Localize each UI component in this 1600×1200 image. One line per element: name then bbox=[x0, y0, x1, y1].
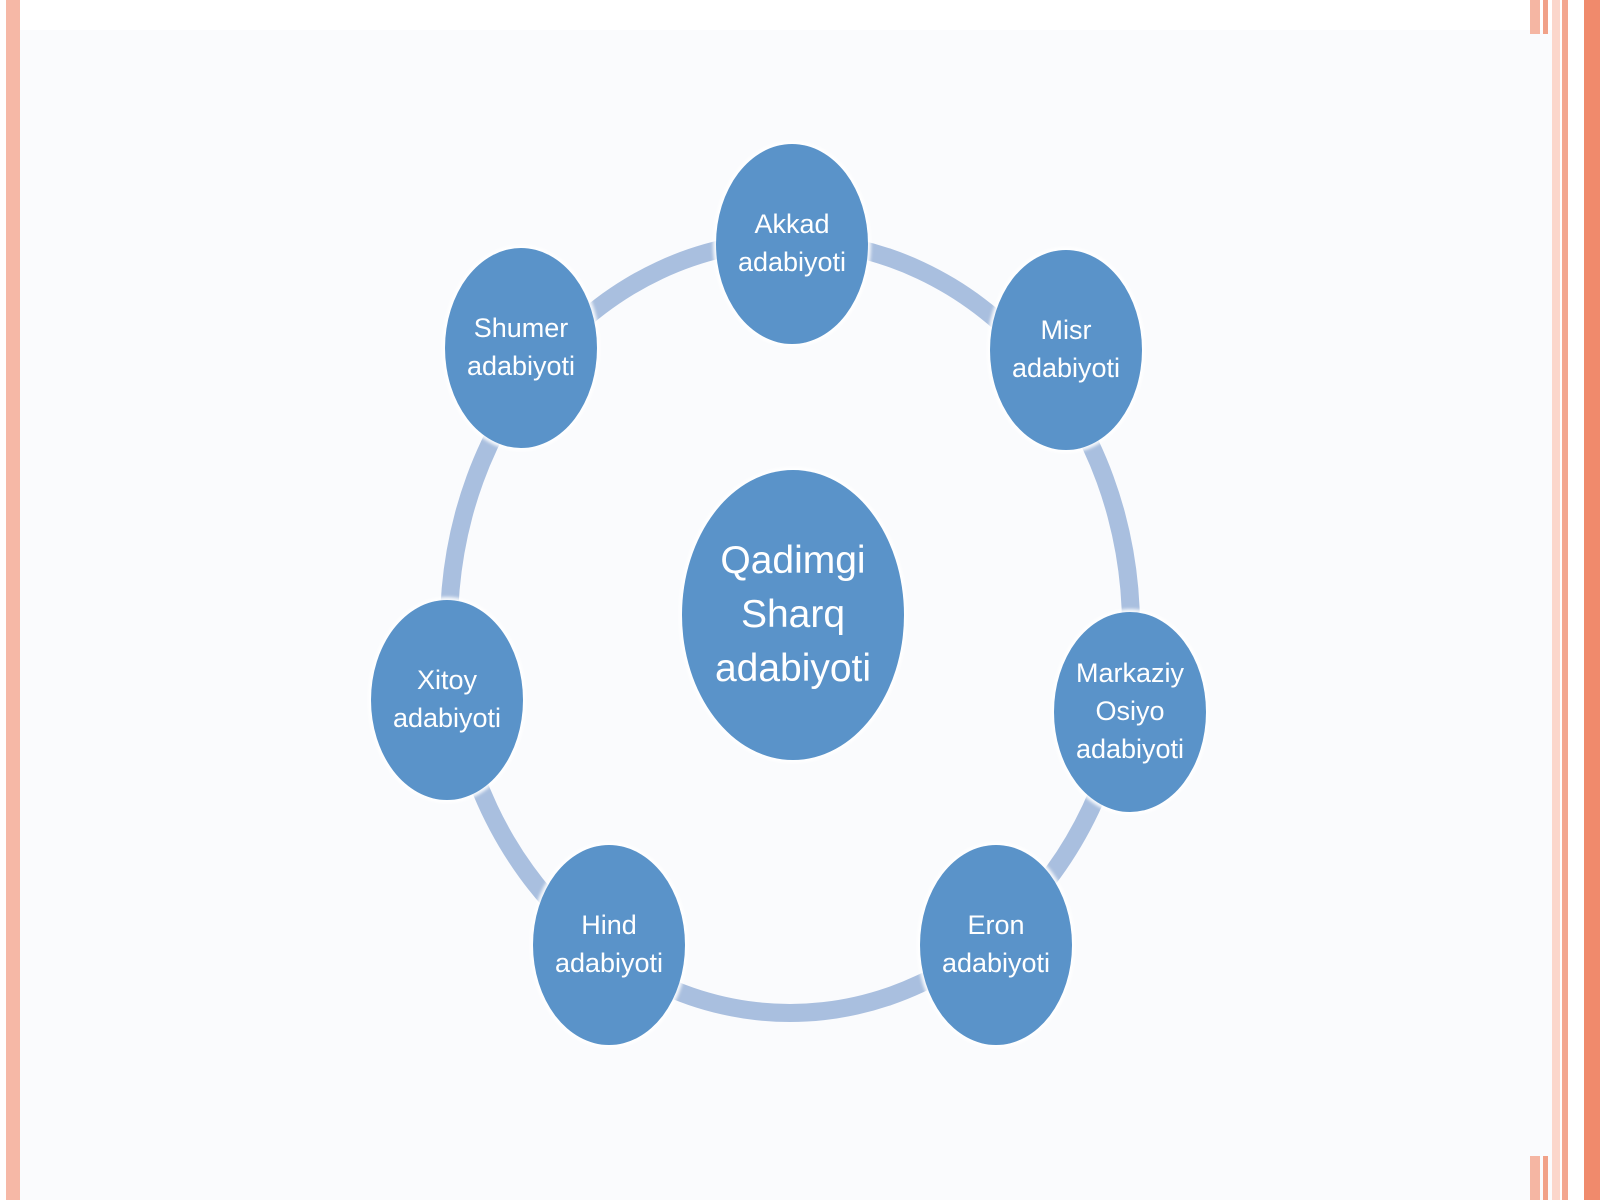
node-markaziy-osiyo-line-1: Markaziy bbox=[1075, 658, 1184, 689]
node-hind: Hind adabiyoti bbox=[533, 845, 685, 1045]
corner-decoration-bottom bbox=[1530, 1156, 1540, 1200]
slide-border-right-mid bbox=[1562, 0, 1568, 1200]
node-eron-line-2: adabiyoti bbox=[941, 948, 1051, 978]
node-shumer-line-2: adabiyoti bbox=[466, 351, 576, 381]
node-eron-line-1: Eron bbox=[967, 910, 1025, 941]
node-markaziy-osiyo-line-2: Osiyo bbox=[1095, 696, 1165, 727]
node-akkad: Akkad adabiyoti bbox=[716, 144, 868, 344]
slide-border-right-inner bbox=[1552, 0, 1560, 1200]
node-markaziy-osiyo-line-3: adabiyoti bbox=[1075, 733, 1185, 764]
slide-border-left bbox=[6, 0, 20, 1200]
corner-decoration-bottom-thin bbox=[1543, 1156, 1548, 1200]
node-shumer: Shumer adabiyoti bbox=[445, 248, 597, 448]
node-xitoy-line-2: adabiyoti bbox=[392, 703, 502, 733]
node-xitoy-line-1: Xitoy bbox=[416, 665, 478, 696]
node-eron: Eron adabiyoti bbox=[920, 845, 1072, 1045]
node-misr: Misr adabiyoti bbox=[990, 250, 1142, 450]
corner-decoration-top bbox=[1530, 0, 1540, 34]
center-node-line-3: adabiyoti bbox=[714, 646, 872, 690]
node-hind-line-1: Hind bbox=[581, 910, 637, 941]
node-markaziy-osiyo: Markaziy Osiyo adabiyoti bbox=[1054, 612, 1206, 812]
node-akkad-line-2: adabiyoti bbox=[737, 247, 847, 277]
node-misr-line-1: Misr bbox=[1040, 315, 1092, 346]
center-node: Qadimgi Sharq adabiyoti bbox=[682, 470, 904, 760]
node-misr-line-2: adabiyoti bbox=[1011, 353, 1121, 383]
center-node-line-1: Qadimgi bbox=[720, 539, 866, 583]
center-node-line-2: Sharq bbox=[740, 593, 846, 637]
node-shumer-line-1: Shumer bbox=[473, 313, 569, 344]
node-hind-line-2: adabiyoti bbox=[554, 948, 664, 978]
node-akkad-line-1: Akkad bbox=[754, 209, 830, 240]
node-xitoy: Xitoy adabiyoti bbox=[371, 600, 523, 800]
corner-decoration-top-thin bbox=[1543, 0, 1548, 34]
slide-border-right-outer bbox=[1584, 0, 1600, 1200]
